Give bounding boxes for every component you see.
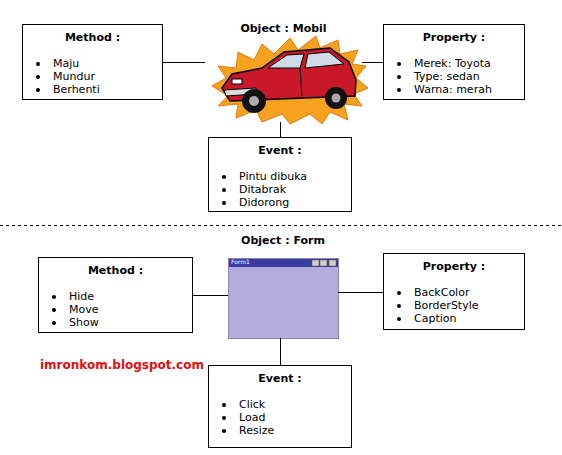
object-title: Object : Mobil [175,22,392,35]
bullet-item: Resize [239,424,347,437]
separator-dashed-line [0,225,562,226]
object-title: Object : Form [198,234,368,247]
object-node: Object : Mobil [205,16,362,122]
form-client-area [229,259,339,339]
member-box: Event : ClickLoadResize [208,365,352,448]
connector-line [280,122,281,137]
watermark: imronkom.blogspot.com [40,358,204,372]
member-box: Property : BackColorBorderStyleCaption [383,253,525,330]
car-hub [249,96,259,106]
connector-line [280,338,281,365]
impact-splash [212,36,368,124]
bullet-item: Warna: merah [414,83,520,96]
bullet-item: Maju [53,57,158,70]
window-button [329,260,336,266]
member-box: Method : MajuMundurBerhenti [22,24,163,100]
member-box: Event : Pintu dibukaDitabrakDidorong [208,137,352,212]
window-button [320,260,327,266]
car-hub [332,94,341,103]
window-caption: Form1 [231,258,250,266]
bullet-item: Show [69,316,188,329]
car-window [268,54,304,68]
bullet-item: Hide [69,290,188,303]
connector-line [338,292,383,293]
bullet-item: Berhenti [53,83,158,96]
connector-stroke [338,292,383,293]
box-heading: Event : [209,144,351,157]
connector-stroke [163,62,205,63]
car-wheel [242,89,266,113]
object-node: Object : FormForm1 [228,232,338,338]
bullet-item: Load [239,411,347,424]
connector-stroke [362,62,383,63]
connector-line [193,295,228,296]
car-window [305,52,344,68]
box-heading: Property : [384,31,524,44]
bullet-item: Caption [414,312,520,325]
form-title-bar [229,259,338,267]
bullet-item: Move [69,303,188,316]
car-door-line [300,68,302,96]
box-heading: Event : [209,372,351,385]
car-headlight [232,79,242,84]
box-heading: Method : [39,264,192,277]
bullet-item: Merek: Toyota [414,57,520,70]
bullet-item: Pintu dibuka [239,170,347,183]
bullet-item: Mundur [53,70,158,83]
member-box: Method : HideMoveShow [38,257,193,333]
connector-stroke [280,338,281,365]
bullet-item: Type: sedan [414,70,520,83]
form-window-illustration [229,259,339,339]
connector-line [163,62,205,63]
car-illustration [212,36,368,124]
bullet-item: BorderStyle [414,299,520,312]
box-heading: Method : [23,31,162,44]
member-box: Property : Merek: ToyotaType: sedanWarna:… [383,24,525,100]
window-button [312,260,319,266]
bullet-item: Ditabrak [239,183,347,196]
box-heading: Property : [384,260,524,273]
bullet-item: BackColor [414,286,520,299]
connector-stroke [193,295,228,296]
car-wheel [325,87,347,109]
connector-line [362,62,383,63]
bullet-item: Didorong [239,196,347,209]
connector-stroke [280,122,281,137]
bullet-item: Click [239,398,347,411]
